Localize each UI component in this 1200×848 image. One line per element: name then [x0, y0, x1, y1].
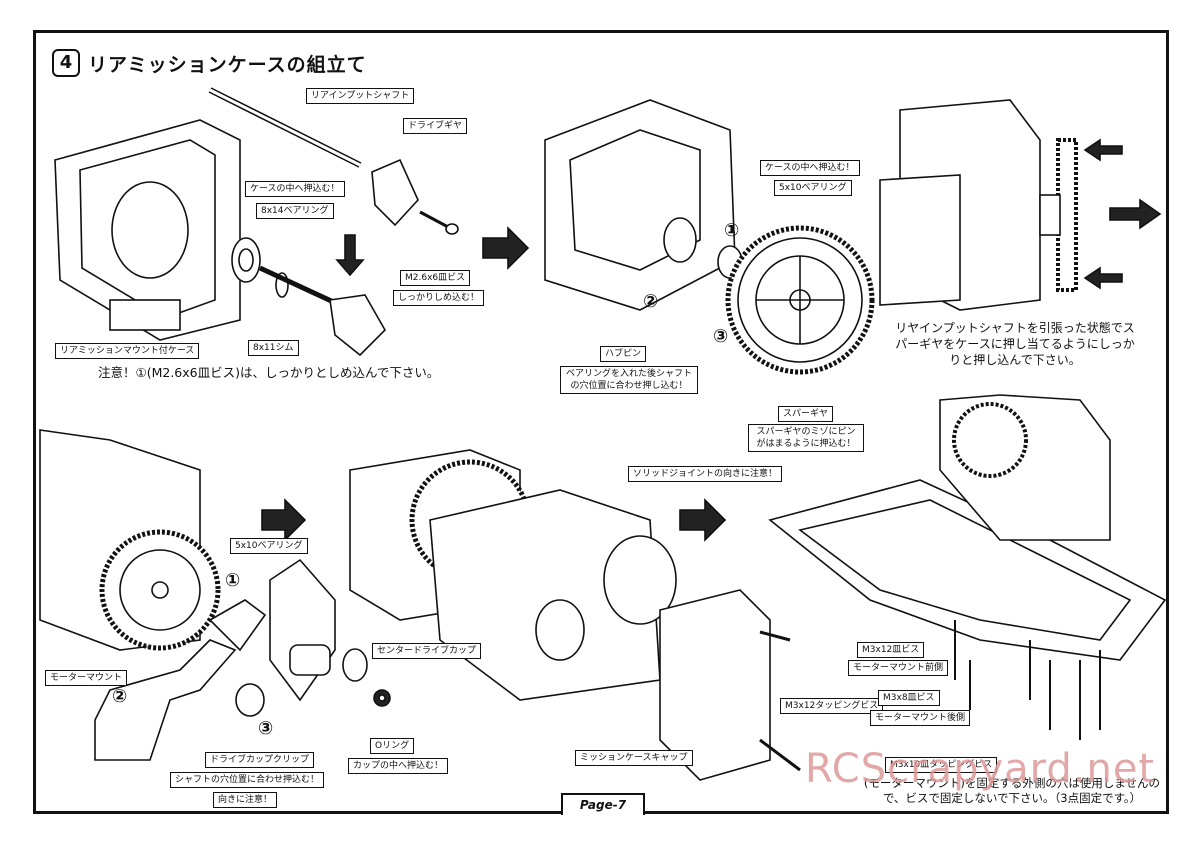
rear-input-shaft-drawing [208, 87, 459, 235]
label-motor-mount-front: モーターマウント前側 [848, 660, 949, 676]
marker-2-bottom: ② [112, 686, 128, 707]
chassis-drawing [768, 394, 1167, 740]
step-number: 4 [52, 49, 80, 77]
label-screw-m3x8: M3x8皿ビス [878, 690, 940, 706]
marker-2-top: ② [643, 291, 659, 312]
label-motor-mount-rear: モーターマウント後側 [870, 710, 971, 726]
right-arrow-icon-2 [261, 498, 307, 542]
down-arrow-icon [335, 234, 365, 277]
step-title: 4 リアミッションケースの組立て [52, 48, 367, 78]
left-arrow-icon-2 [1083, 266, 1123, 290]
label-tapping-screw-m3x10: M3x10皿タッピングビス [885, 757, 998, 773]
right-arrow-icon-4 [482, 226, 530, 270]
label-bearing-insert-note: ベアリングを入れた後シャフトの穴位置に合わせ押し込む！ [560, 366, 698, 394]
label-direction-caution: 向きに注意！ [213, 792, 278, 808]
marker-3-bottom: ③ [258, 718, 274, 739]
label-hub-pin: ハブピン [600, 346, 647, 362]
label-bearing-8x14: 8x14ベアリング [256, 203, 334, 219]
spur-press-drawing [879, 99, 1078, 311]
label-clip-note: シャフトの穴位置に合わせ押込む！ [170, 772, 325, 788]
transmission-assembly-drawing [349, 449, 801, 781]
marker-3-top: ③ [713, 326, 729, 347]
label-tapping-screw-m3x12: M3x12タッピングビス [780, 698, 884, 714]
right-arrow-icon [1109, 198, 1162, 230]
gear-case-motor-drawing [39, 429, 391, 761]
label-drive-gear: ドライブギヤ [403, 118, 468, 134]
caution-main: 注意！①(M2.6x6皿ビス)は、しっかりとしめ込んで下さい。 [98, 365, 440, 380]
spur-gear-drawing [725, 225, 875, 375]
bottom-note: (モーターマウント)を固定する外側の穴は使用しませんので、ビスで固定しないで下さ… [863, 776, 1161, 805]
label-o-ring: Oリング [370, 738, 415, 754]
label-motor-mount: モーターマウント [45, 670, 128, 686]
label-screw-m2-6x6: M2.6x6皿ビス [400, 270, 471, 286]
label-screw-m3x12: M3x12皿ビス [857, 642, 925, 658]
label-push-into-case-2: ケースの中へ押込む！ [760, 160, 860, 176]
right-arrow-icon-3 [679, 498, 727, 542]
label-solid-joint-note: ソリッドジョイントの向きに注意！ [628, 466, 783, 482]
label-bearing-5x10-b: 5x10ベアリング [230, 538, 308, 554]
bearing-shaft-drawing [231, 237, 386, 357]
case-with-bearing-drawing [544, 99, 743, 311]
label-spur-gear-note: スパーギヤのミゾにピンがはまるように押込む！ [748, 424, 864, 452]
label-shim-8x11: 8x11シム [248, 340, 299, 356]
label-push-into-case-1: ケースの中へ押込む！ [245, 181, 345, 197]
left-arrow-icon-1 [1083, 138, 1123, 162]
label-center-drive-cup: センタードライブカップ [372, 643, 482, 659]
step-title-text: リアミッションケースの組立て [88, 53, 367, 76]
label-tighten-firmly: しっかりしめ込む！ [393, 290, 485, 306]
marker-1-top: ① [724, 220, 740, 241]
label-mission-case-cap: ミッションケースキャップ [575, 750, 693, 766]
label-drive-cup-clip: ドライブカップクリップ [205, 752, 315, 768]
marker-1-bottom: ① [225, 570, 241, 591]
page-number: Page-7 [561, 793, 645, 815]
watermark: RCScrapyard.net [805, 746, 1156, 792]
label-spur-gear: スパーギヤ [778, 406, 834, 422]
label-rear-input-shaft: リアインプットシャフト [306, 88, 415, 104]
right-instruction: リヤインプットシャフトを引張った状態でスパーギヤをケースに押し当てるようにしっか… [895, 321, 1135, 367]
label-bearing-5x10-a: 5x10ベアリング [774, 180, 852, 196]
rear-mission-case-drawing [54, 119, 241, 341]
label-o-ring-note: カップの中へ押込む！ [348, 758, 449, 774]
label-rear-mission-case: リアミッションマウント付ケース [55, 343, 200, 359]
